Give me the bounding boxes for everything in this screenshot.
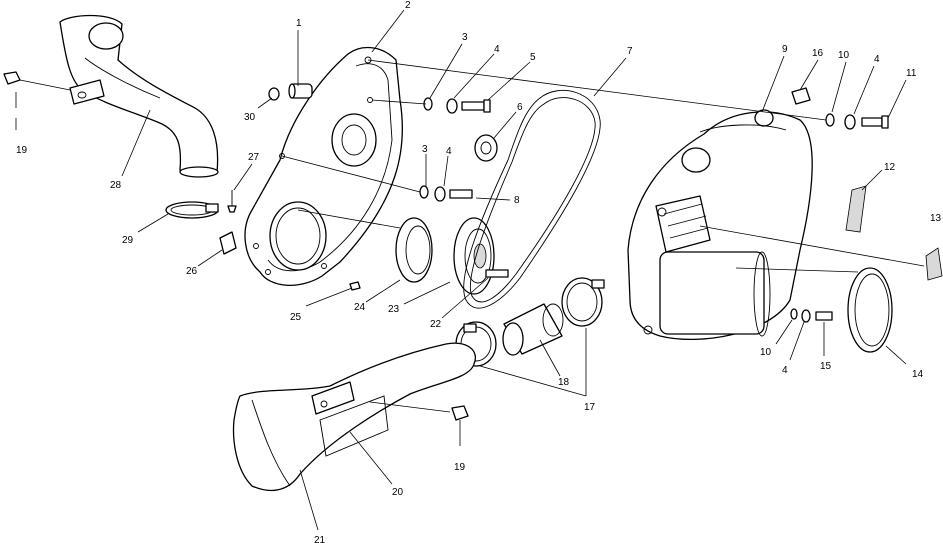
callout-4: 4 [446,146,452,157]
pulley-23 [453,217,509,295]
clamp-29 [165,201,219,219]
callout-7: 7 [627,46,633,57]
callout-28: 28 [110,180,122,191]
bracket-26 [219,231,237,255]
callout-29: 29 [122,235,134,246]
callout-27: 27 [248,152,260,163]
callout-24: 24 [354,302,366,313]
callout-30: 30 [244,112,256,123]
callout-14: 14 [912,369,924,380]
washer-bolt-set-right [367,59,889,130]
callout-19: 19 [454,462,466,473]
callout-19: 19 [16,145,28,156]
o-ring-30 [268,87,280,101]
callout-11: 11 [906,68,917,79]
clamp-17-right [561,277,605,327]
callout-22: 22 [430,319,442,330]
callout-4: 4 [874,54,880,65]
bolt-19-lower [369,401,469,446]
callout-9: 9 [782,44,788,55]
callout-4: 4 [782,365,788,376]
callout-16: 16 [812,48,824,59]
callout-12: 12 [884,162,896,173]
decal-12 [845,185,867,233]
leader-lines [121,9,907,531]
callout-15: 15 [820,361,832,372]
screw-27 [227,190,237,213]
callout-25: 25 [290,312,302,323]
screw-25 [349,281,361,291]
drive-belt-7 [463,89,601,309]
tab-16 [791,87,811,105]
callout-3: 3 [422,144,428,155]
seal-24 [297,209,433,283]
callout-6: 6 [517,102,523,113]
washer-bolt-set-upper [371,97,491,114]
inner-cover-2 [244,46,404,287]
callout-13: 13 [930,213,942,224]
callout-3: 3 [462,32,468,43]
callout-1: 1 [296,18,302,29]
label-13 [699,225,943,281]
callout-2: 2 [405,0,411,11]
callout-5: 5 [530,52,536,63]
callout-23: 23 [388,304,400,315]
outlet-duct-21 [232,342,476,492]
callout-26: 26 [186,266,198,277]
callout-4: 4 [494,44,500,55]
coupler-18 [502,303,564,356]
washer-bolt-set-lower [281,155,473,202]
cap-14 [735,267,893,353]
callout-10: 10 [838,50,850,61]
callout-21: 21 [314,535,326,543]
bolt-19-left [3,71,71,130]
intake-duct-28 [59,14,219,178]
spacer-6 [474,134,498,162]
callout-17: 17 [584,402,596,413]
washer-bolt-set-cover-lower [790,308,833,323]
callout-20: 20 [392,487,404,498]
callout-labels: 1 2 3 4 5 6 7 9 16 10 4 11 30 3 4 8 27 2… [16,0,942,543]
outer-cover-9 [627,109,813,341]
callout-18: 18 [558,377,570,388]
callout-8: 8 [514,195,520,206]
callout-10: 10 [760,347,772,358]
bushing-1 [288,83,313,99]
